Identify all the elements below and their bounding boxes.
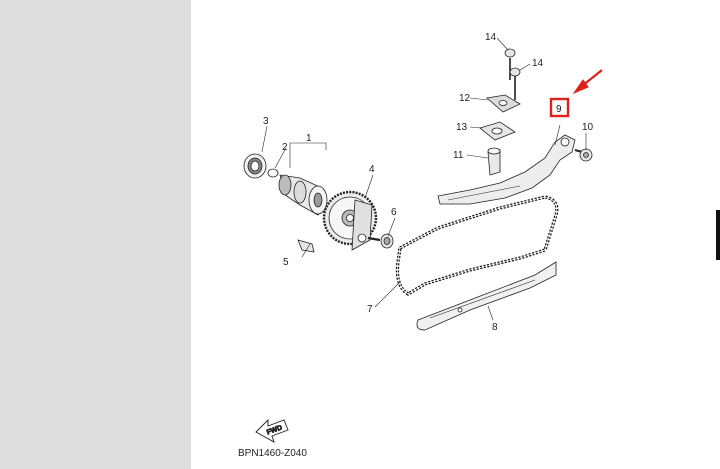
scroll-edge-bar xyxy=(716,210,720,260)
side-panel xyxy=(0,0,191,469)
part-bolt-14a xyxy=(504,48,516,80)
label-part-5: 5 xyxy=(283,257,289,268)
label-part-14-lower: 14 xyxy=(532,58,544,69)
label-part-13: 13 xyxy=(456,122,468,133)
label-part-1: 1 xyxy=(306,133,312,144)
label-part-6: 6 xyxy=(391,207,397,218)
label-part-9[interactable]: 9 xyxy=(556,104,562,115)
label-part-3: 3 xyxy=(263,116,269,127)
part-timing-chain xyxy=(395,195,559,296)
label-part-4: 4 xyxy=(369,164,375,175)
part-tensioner-guide[interactable] xyxy=(437,134,576,205)
fwd-arrow-icon: FWD xyxy=(255,418,289,443)
part-bearing xyxy=(243,153,267,179)
part-cap-plate xyxy=(486,94,521,113)
drawing-code: BPN1460-Z040 xyxy=(238,448,307,459)
highlight-arrow-icon xyxy=(572,69,603,95)
part-key xyxy=(297,239,315,253)
part-bolt-6 xyxy=(367,233,394,249)
label-part-2: 2 xyxy=(282,142,288,153)
label-part-12: 12 xyxy=(459,93,471,104)
highlight-box xyxy=(549,97,570,118)
part-cam-sprocket xyxy=(322,190,378,251)
leader-lines xyxy=(261,37,587,321)
part-gasket xyxy=(479,121,516,141)
part-circlip xyxy=(267,168,279,178)
part-tensioner-body xyxy=(487,147,501,176)
label-part-11: 11 xyxy=(453,150,464,161)
part-camshaft xyxy=(278,174,328,216)
part-pivot-bolt xyxy=(574,148,593,162)
label-part-8: 8 xyxy=(492,322,498,333)
label-part-14-upper: 14 xyxy=(485,32,497,43)
label-part-10: 10 xyxy=(582,122,594,133)
part-chain-guide xyxy=(416,261,557,331)
label-part-7: 7 xyxy=(367,304,373,315)
part-bolt-14b xyxy=(509,67,521,100)
